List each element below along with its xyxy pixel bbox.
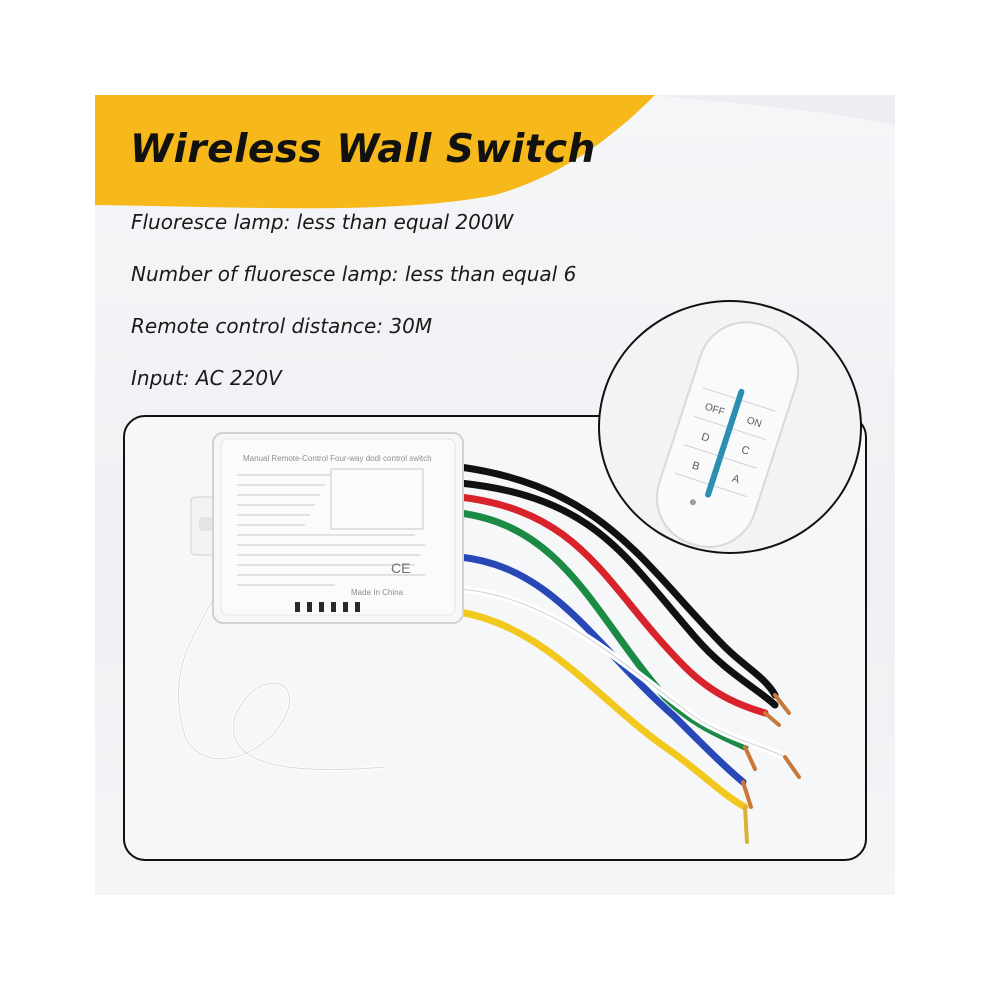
remote-button-c: C [740, 444, 751, 458]
remote-illustration: OFF ON D C B A [655, 321, 800, 548]
receiver-header-label: Manual Remote-Control Four-way dodi cont… [243, 454, 432, 463]
spec-input-voltage: Input: AC 220V [131, 366, 282, 390]
remote-button-b: B [690, 460, 701, 474]
title-banner [95, 95, 895, 209]
page-title: Wireless Wall Switch [130, 127, 596, 172]
product-card: Wireless Wall Switch Fluoresce lamp: les… [95, 95, 895, 895]
spec-remote-distance: Remote control distance: 30M [131, 314, 433, 338]
remote-button-on: ON [745, 415, 763, 430]
ce-mark: CE [391, 560, 410, 576]
remote-button-a: A [730, 473, 741, 487]
spec-fluoresce-lamp: Fluoresce lamp: less than equal 200W [131, 210, 514, 234]
remote-button-d: D [700, 431, 711, 445]
spec-lamp-count: Number of fluoresce lamp: less than equa… [131, 262, 577, 286]
made-in-label: Made In China [351, 588, 404, 597]
remote-inset: OFF ON D C B A [598, 300, 862, 554]
led-indicator-icon [689, 499, 696, 506]
receiver-illustration: Manual Remote-Control Four-way dodi cont… [176, 432, 801, 844]
